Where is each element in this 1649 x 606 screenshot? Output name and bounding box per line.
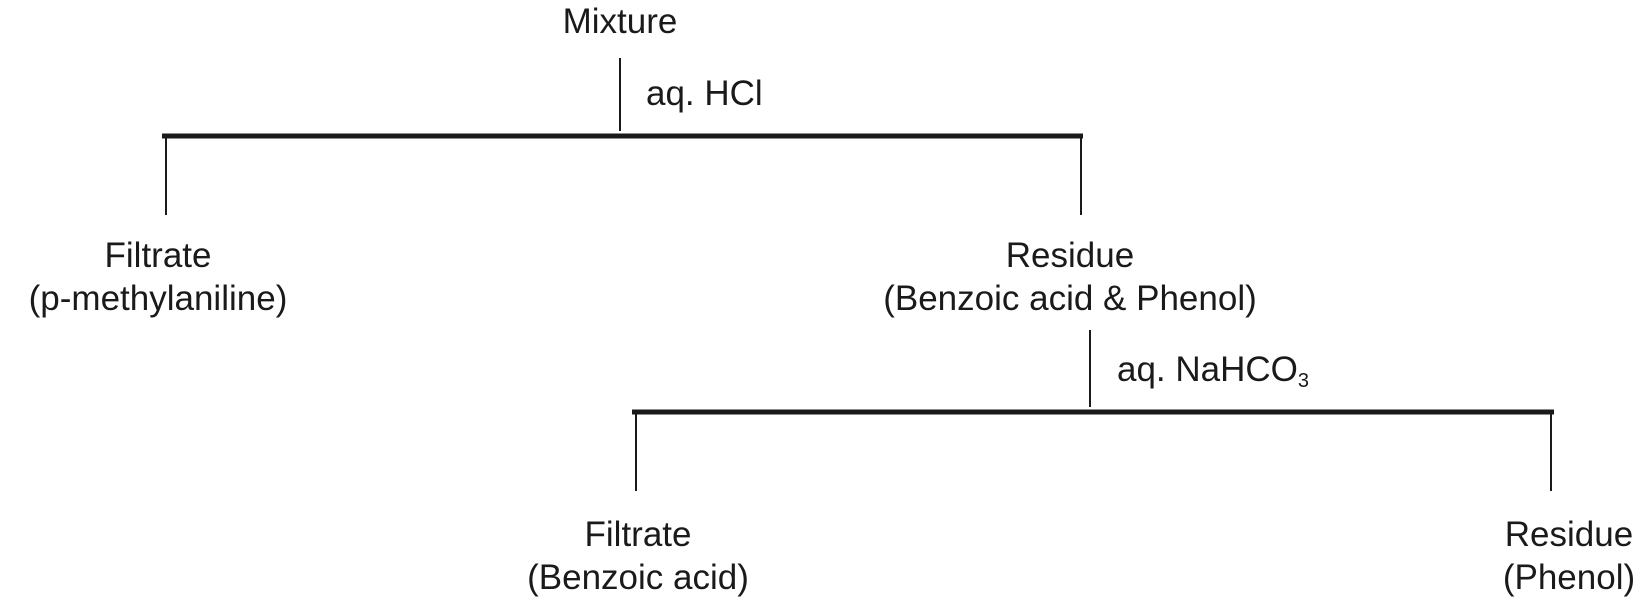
residue-2-node: Residue (Phenol): [1490, 513, 1648, 599]
reagent-hcl: aq. HCl: [646, 72, 763, 115]
residue-1-node: Residue (Benzoic acid & Phenol): [840, 234, 1300, 320]
residue-2-label: Residue: [1504, 515, 1634, 554]
filtrate-1-node: Filtrate (p-methylaniline): [0, 234, 316, 320]
residue-1-compound: (Benzoic acid & Phenol): [883, 279, 1257, 318]
mixture-label: Mixture: [562, 2, 678, 41]
reagent-hcl-label: aq. HCl: [646, 74, 763, 113]
filtrate-2-label: Filtrate: [584, 515, 692, 554]
reagent-nahco3-label: aq. NaHCO: [1117, 350, 1298, 389]
residue-1-label: Residue: [1005, 236, 1135, 275]
filtrate-2-compound: (Benzoic acid): [527, 558, 749, 597]
filtrate-1-label: Filtrate: [104, 236, 212, 275]
filtrate-1-compound: (p-methylaniline): [28, 279, 288, 318]
residue-2-compound: (Phenol): [1502, 558, 1636, 597]
reagent-nahco3-subscript: 3: [1297, 370, 1310, 392]
mixture-node: Mixture: [520, 0, 720, 43]
reagent-nahco3: aq. NaHCO3: [1117, 348, 1309, 403]
filtrate-2-node: Filtrate (Benzoic acid): [470, 513, 806, 599]
